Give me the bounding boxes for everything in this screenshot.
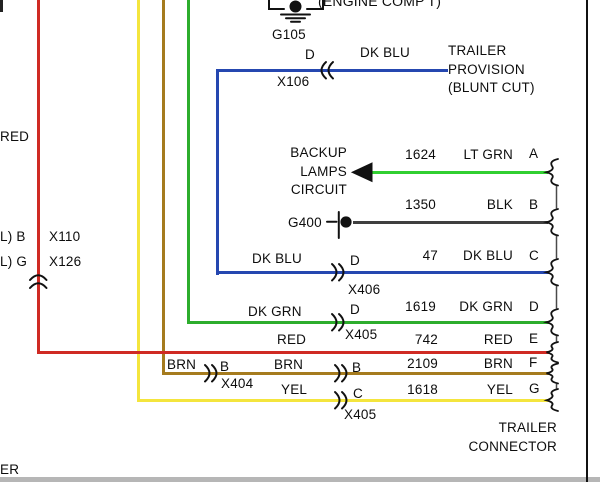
row-f-circuit-number: 2109 (407, 356, 438, 371)
row-b-circuit-number: 1350 (405, 197, 436, 212)
x126-label: X126 (49, 254, 82, 269)
row-f-left-color-label: BRN (167, 357, 197, 372)
wire-red-horizontal (36, 350, 549, 355)
x110-pin-text: L) B (0, 229, 26, 244)
row-c-splice-label: X406 (348, 282, 381, 297)
row-g-left-color-label: YEL (281, 382, 308, 397)
row-d-left-color-label: DK GRN (248, 304, 302, 319)
wire-dk-grn-horizontal (186, 320, 549, 325)
x126-pin-text: L) G (0, 254, 28, 269)
splice-icon-x406 (331, 263, 345, 282)
row-g-circuit-number: 1618 (407, 382, 438, 397)
row-c-splice-pin-label: D (350, 253, 360, 268)
row-f-splice1-pin-label: B (220, 359, 230, 374)
cut-text-er: ER (0, 462, 20, 477)
wire-lt-grn-horizontal (370, 170, 548, 175)
trailer-provision-line: (BLUNT CUT) (448, 80, 535, 96)
splice-icon-brn-second (334, 364, 348, 383)
g400-label: G400 (288, 215, 322, 230)
row-g-color-label: YEL (486, 382, 513, 397)
wire-blue-vertical (215, 68, 220, 275)
pin-letter-g: G (529, 381, 540, 396)
wire-dk-blu-horizontal (215, 270, 549, 275)
row-d-color-label: DK GRN (459, 299, 513, 314)
row-g-splice-pin-label: C (353, 386, 363, 401)
wire-blk-horizontal (353, 220, 548, 224)
trailer-provision-line: PROVISION (448, 61, 525, 77)
splice-icon-x404 (204, 364, 218, 383)
x106-pin-label: D (305, 47, 315, 62)
g105-ground-icon (268, 0, 324, 23)
red-wire-label: RED (0, 129, 30, 144)
wire-yellow-vertical (136, 0, 141, 402)
corner-tick (0, 0, 3, 12)
x106-wire-color-label: DK BLU (360, 45, 410, 60)
trailer-provision-line: TRAILER (448, 43, 507, 58)
g105-label: G105 (272, 27, 306, 42)
wire-green-vertical (186, 0, 191, 324)
pin-letter-d: D (529, 299, 539, 314)
row-a-circuit-number: 1624 (405, 147, 436, 162)
x106-connector-icon (320, 61, 334, 80)
pin-letter-c: C (529, 248, 539, 263)
row-f-mid-color-label: BRN (274, 357, 304, 372)
pin-letter-f: F (529, 355, 538, 370)
x110-x126-connector-icon (29, 274, 48, 289)
row-e-left-color-label: RED (277, 332, 307, 347)
engine-compartment-label: (ENGINE COMP'T) (318, 0, 442, 9)
trailer-connector-line: CONNECTOR (468, 438, 557, 454)
pin-letter-e: E (529, 331, 539, 346)
row-c-circuit-number: 47 (422, 248, 438, 263)
backup-lamps-label: BACKUP LAMPS CIRCUIT (250, 144, 347, 200)
backup-arrow-icon (350, 162, 373, 183)
row-f-splice2-pin-label: B (352, 360, 362, 375)
x106-label: X106 (277, 74, 310, 89)
x110-label: X110 (49, 229, 81, 244)
row-a-color-label: LT GRN (463, 147, 513, 162)
trailer-connector-pins-icon (542, 158, 559, 412)
row-d-circuit-number: 1619 (405, 299, 436, 314)
row-b-color-label: BLK (486, 197, 513, 212)
row-d-splice-label: X405 (345, 327, 378, 342)
page-border (585, 0, 588, 482)
trailer-provision-label: TRAILER PROVISION (BLUNT CUT) (448, 42, 535, 98)
row-e-color-label: RED (483, 332, 513, 347)
scan-artifact (0, 476, 600, 482)
wire-brown-vertical (161, 0, 166, 375)
backup-lamps-line: LAMPS (300, 163, 347, 179)
row-c-color-label: DK BLU (463, 248, 513, 263)
g400-ground-icon (326, 211, 352, 239)
row-f-color-label: BRN (483, 356, 513, 371)
wire-blue-horizontal-top (215, 68, 448, 73)
pin-letter-a: A (529, 146, 539, 161)
row-c-left-color-label: DK BLU (252, 251, 302, 266)
splice-icon-x405-d (331, 313, 345, 332)
pin-letter-b: B (529, 197, 539, 212)
trailer-connector-label: TRAILER CONNECTOR (430, 419, 557, 456)
splice-icon-x405-g (334, 391, 348, 410)
backup-lamps-line: CIRCUIT (290, 182, 347, 198)
backup-lamps-line: BACKUP (290, 145, 347, 160)
row-d-splice-pin-label: D (350, 302, 360, 317)
trailer-connector-line: TRAILER (498, 420, 557, 435)
wire-brown-horizontal (161, 371, 549, 376)
row-e-circuit-number: 742 (414, 332, 438, 347)
row-g-splice-label: X405 (344, 407, 377, 422)
wire-red-vertical (36, 0, 41, 354)
wire-yellow-horizontal (136, 398, 549, 403)
row-f-splice1-label: X404 (221, 376, 254, 391)
